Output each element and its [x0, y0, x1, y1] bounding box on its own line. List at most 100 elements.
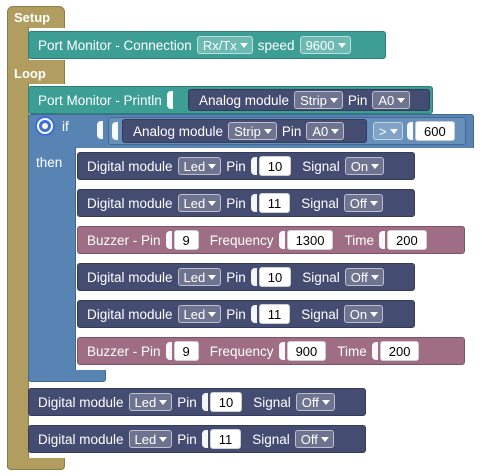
socket-nub — [250, 268, 257, 286]
pin-label: Pin — [281, 123, 302, 139]
signal-label: Signal — [301, 195, 339, 211]
pin-input-socket[interactable]: 10 — [250, 266, 292, 288]
analog-module-block[interactable]: Analog module Strip Pin A0 — [188, 89, 430, 111]
port-monitor-connection-block[interactable]: Port Monitor - Connection Rx/Tx speed 96… — [28, 31, 386, 59]
frequency-input[interactable]: 1300 — [286, 230, 334, 250]
setup-hat[interactable] — [7, 6, 65, 28]
module-label: Digital module — [38, 394, 124, 410]
socket-nub — [407, 122, 413, 140]
pin-input[interactable]: 11 — [258, 304, 291, 324]
loop-hat[interactable] — [7, 60, 65, 84]
time-label: Time — [337, 343, 367, 359]
mode-dropdown[interactable]: Rx/Tx — [196, 36, 253, 54]
pin-input[interactable]: 10 — [258, 267, 292, 287]
pin-input[interactable]: 10 — [258, 156, 292, 176]
device-dropdown[interactable]: Led — [128, 393, 173, 411]
setup-arm — [7, 27, 29, 61]
module-label: Digital module — [38, 431, 124, 447]
signal-dropdown[interactable]: Off — [344, 268, 384, 286]
module-label: Analog module — [199, 92, 290, 108]
pin-input[interactable]: 11 — [209, 429, 242, 449]
chevron-down-icon — [370, 275, 379, 280]
signal-dropdown[interactable]: On — [343, 305, 384, 323]
socket-nub — [97, 121, 103, 139]
if-block-arm — [28, 147, 76, 372]
pin-label: Pin — [226, 195, 246, 211]
threshold-input[interactable]: 600 — [415, 121, 455, 141]
analog-module-block[interactable]: Analog module Strip Pin A0 — [122, 119, 367, 143]
socket-nub — [250, 157, 257, 175]
buzzer-pin-input[interactable]: 9 — [173, 230, 199, 250]
threshold-socket[interactable]: 600 — [407, 120, 455, 142]
time-label: Time — [344, 232, 374, 248]
pin-input-socket[interactable]: 10 — [201, 391, 243, 413]
chevron-down-icon — [337, 43, 346, 48]
chevron-down-icon — [331, 129, 340, 134]
device-dropdown[interactable]: Led — [177, 194, 222, 212]
if-label: if — [62, 119, 69, 134]
chevron-down-icon — [329, 98, 338, 103]
chevron-down-icon — [208, 201, 217, 206]
time-input[interactable]: 200 — [379, 341, 420, 361]
time-input-socket[interactable]: 200 — [378, 229, 427, 251]
signal-dropdown[interactable]: Off — [343, 194, 383, 212]
pin-input-socket[interactable]: 10 — [250, 155, 292, 177]
operator-dropdown[interactable]: > — [373, 122, 403, 140]
loop-foot — [7, 458, 65, 470]
chevron-down-icon — [320, 437, 329, 442]
pin-label: Pin — [226, 158, 246, 174]
device-dropdown[interactable]: Led — [128, 430, 173, 448]
module-label: Digital module — [87, 306, 173, 322]
pin-input-socket[interactable]: 11 — [250, 192, 291, 214]
pin-input-socket[interactable]: 11 — [201, 428, 242, 450]
buzzer-pin-input[interactable]: 9 — [173, 341, 199, 361]
device-dropdown[interactable]: Led — [177, 305, 222, 323]
frequency-input-socket[interactable]: 900 — [278, 340, 327, 362]
analog-pin-dropdown[interactable]: A0 — [372, 91, 411, 109]
signal-dropdown[interactable]: On — [344, 157, 385, 175]
signal-dropdown[interactable]: Off — [294, 430, 334, 448]
socket-nub — [278, 342, 285, 360]
pin-label: Pin — [177, 431, 197, 447]
time-input-socket[interactable]: 200 — [371, 340, 420, 362]
signal-dropdown[interactable]: Off — [295, 393, 335, 411]
speed-dropdown[interactable]: 9600 — [299, 36, 351, 54]
buzzer-pin-input-socket[interactable]: 9 — [165, 229, 199, 251]
chevron-down-icon — [208, 275, 217, 280]
chevron-down-icon — [159, 437, 168, 442]
value-socket — [166, 89, 173, 111]
gear-icon[interactable] — [37, 118, 53, 134]
analog-type-dropdown[interactable]: Strip — [228, 122, 277, 140]
pin-input[interactable]: 11 — [258, 193, 291, 213]
signal-label: Signal — [252, 431, 290, 447]
loop-arm — [7, 83, 29, 468]
frequency-label: Frequency — [209, 343, 274, 359]
setup-label: Setup — [14, 10, 51, 25]
time-input[interactable]: 200 — [386, 230, 427, 250]
then-label: then — [36, 155, 63, 170]
buzzer-pin-input-socket[interactable]: 9 — [165, 340, 199, 362]
signal-label: Signal — [301, 306, 339, 322]
frequency-input-socket[interactable]: 1300 — [278, 229, 334, 251]
pin-label: Pin — [226, 269, 246, 285]
pin-input-socket[interactable]: 11 — [250, 303, 291, 325]
frequency-input[interactable]: 900 — [286, 341, 327, 361]
socket-nub — [250, 305, 257, 323]
device-dropdown[interactable]: Led — [177, 157, 222, 175]
pin-label: Pin — [226, 306, 246, 322]
block-title: Port Monitor - Println — [38, 92, 162, 108]
device-dropdown[interactable]: Led — [177, 268, 222, 286]
pin-input[interactable]: 10 — [209, 392, 243, 412]
analog-type-dropdown[interactable]: Strip — [294, 91, 343, 109]
chevron-down-icon — [389, 129, 398, 134]
analog-pin-dropdown[interactable]: A0 — [306, 122, 345, 140]
socket-nub — [378, 231, 385, 249]
